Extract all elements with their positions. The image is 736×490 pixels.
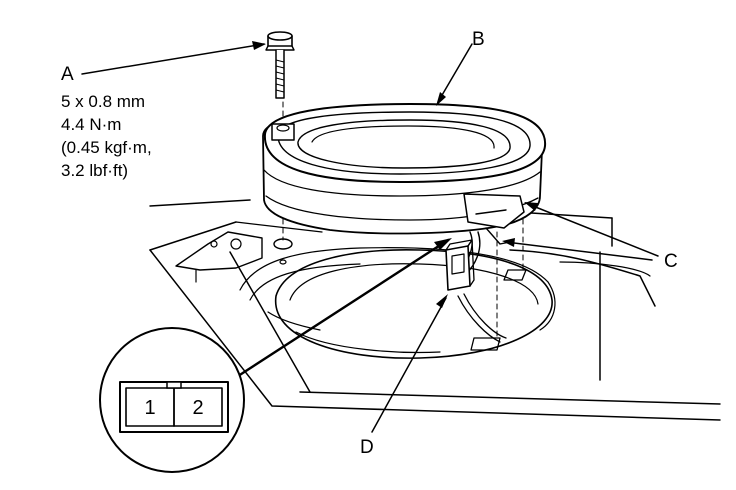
arrow-a-icon — [252, 41, 266, 50]
arrow-b-icon — [436, 92, 446, 106]
connector-pin-1-label: 1 — [144, 397, 155, 419]
connector-pin-2-label: 2 — [192, 397, 203, 419]
door-panel — [149, 199, 721, 421]
arrow-d-icon — [436, 294, 448, 308]
bolt-torque-nm-text: 4.4 N·m — [61, 115, 121, 134]
callout-a-label: A — [61, 64, 74, 85]
bolt-torque-kgfm-text: (0.45 kgf·m, — [61, 138, 152, 157]
speaker — [262, 103, 547, 343]
arrow-c2-icon — [502, 238, 515, 247]
speaker-opening — [275, 249, 553, 359]
callout-c-label: C — [664, 251, 678, 272]
speaker-connector — [445, 239, 475, 291]
bolt — [265, 31, 295, 99]
bolt-size-text: 5 x 0.8 mm — [61, 92, 145, 111]
connector-detail-view — [99, 327, 245, 473]
arrow-detail-icon — [434, 238, 452, 250]
leader-lines — [81, 41, 659, 433]
bolt-torque-lbfft-text: 3.2 lbf·ft) — [61, 161, 128, 180]
callout-b-label: B — [472, 29, 485, 50]
arrow-c1-icon — [524, 202, 538, 211]
callout-d-label: D — [360, 437, 374, 458]
